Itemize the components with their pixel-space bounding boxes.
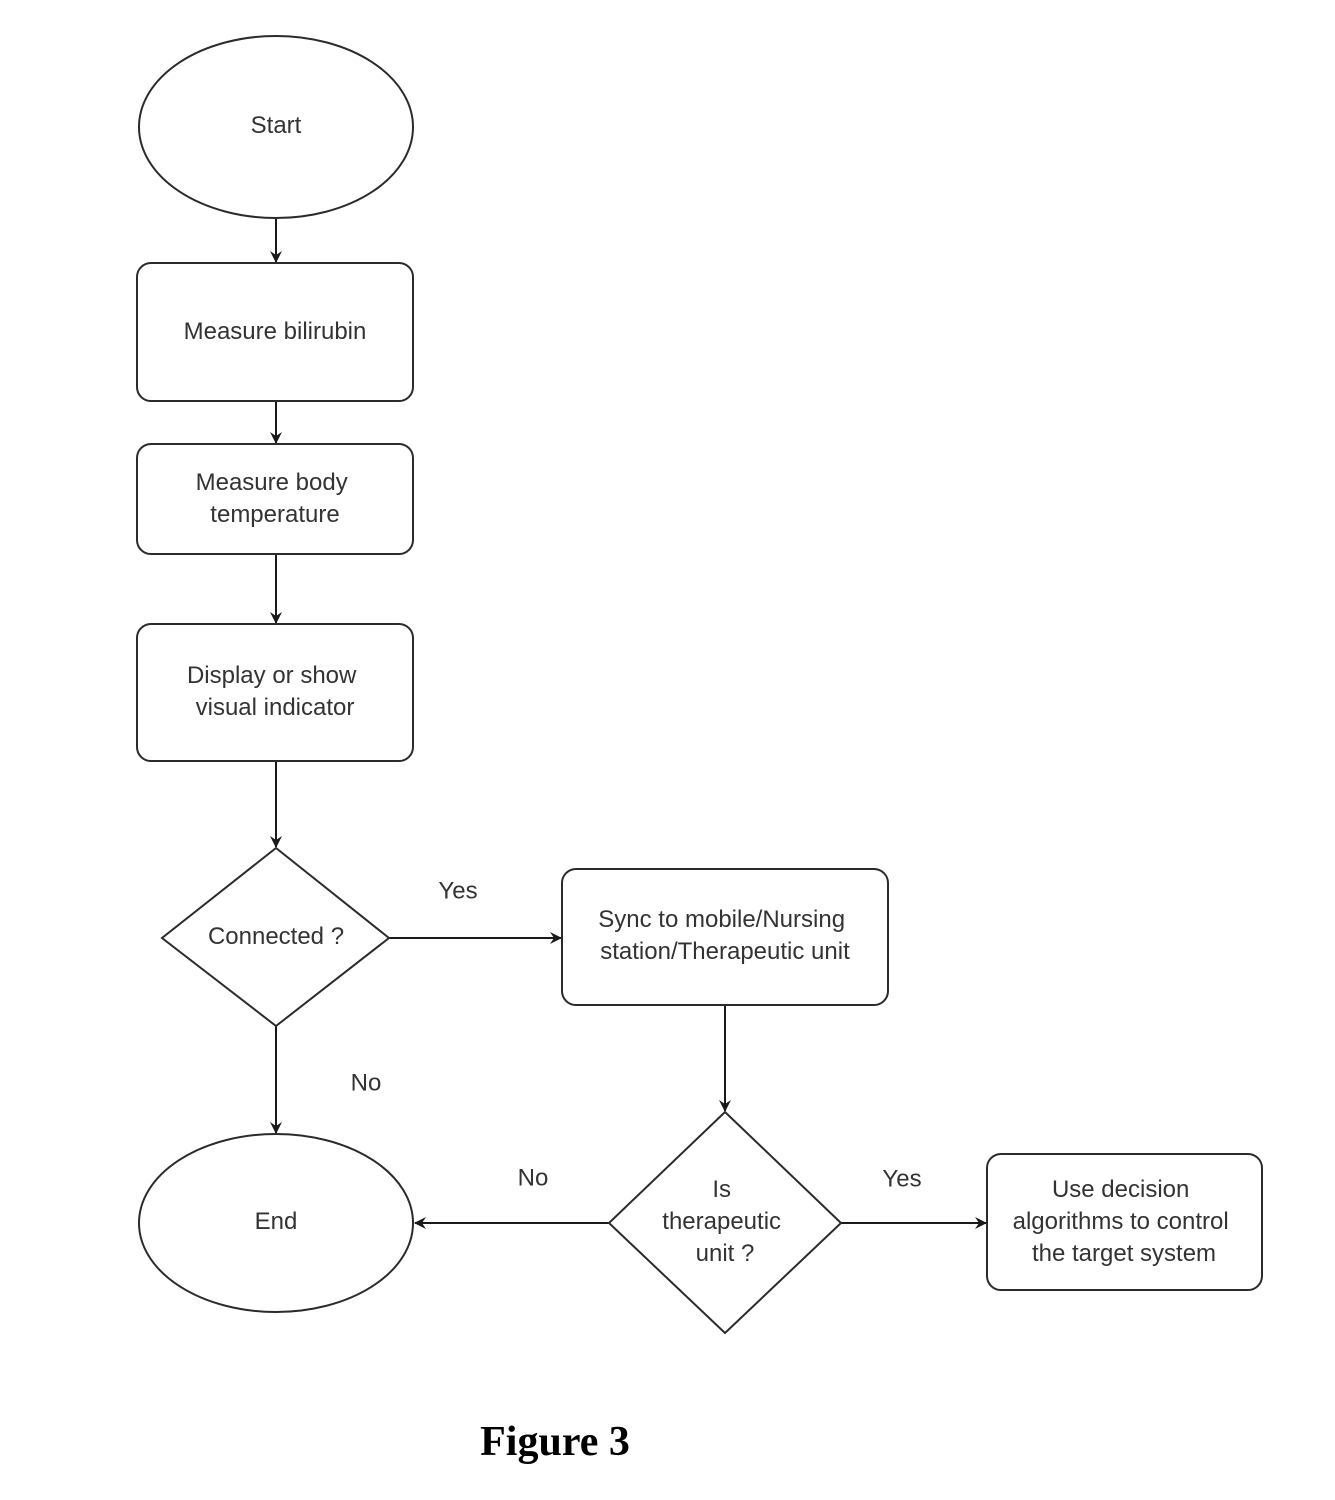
- start-label: Start: [251, 112, 302, 139]
- sync-label: Sync to mobile/Nursing station/Therapeut…: [598, 906, 851, 965]
- therapeutic-no-label: No: [518, 1164, 549, 1191]
- connected-yes-label: Yes: [438, 877, 477, 904]
- start-node: Start: [138, 35, 414, 219]
- connected-label: Connected ?: [208, 923, 344, 950]
- end-node: End: [138, 1133, 414, 1313]
- therapeutic-yes-label: Yes: [882, 1165, 921, 1192]
- measure-bilirubin-node: Measure bilirubin: [136, 262, 414, 402]
- connected-decision-node: Connected ?: [160, 846, 391, 1028]
- connected-no-label: No: [351, 1069, 382, 1096]
- measure-temperature-node: Measure body temperature: [136, 443, 414, 555]
- figure-caption: Figure 3: [480, 1419, 630, 1465]
- use-decision-node: Use decision algorithms to control the t…: [986, 1153, 1263, 1291]
- measure-temperature-label: Measure body temperature: [196, 469, 355, 528]
- display-indicator-node: Display or show visual indicator: [136, 623, 414, 762]
- measure-bilirubin-label: Measure bilirubin: [184, 318, 367, 345]
- use-decision-label: Use decision algorithms to control the t…: [1013, 1176, 1236, 1267]
- therapeutic-decision-node: Is therapeutic unit ?: [607, 1110, 843, 1335]
- sync-node: Sync to mobile/Nursing station/Therapeut…: [561, 868, 889, 1006]
- end-label: End: [255, 1208, 298, 1235]
- display-indicator-label: Display or show visual indicator: [187, 662, 363, 721]
- therapeutic-label: Is therapeutic unit ?: [662, 1176, 787, 1267]
